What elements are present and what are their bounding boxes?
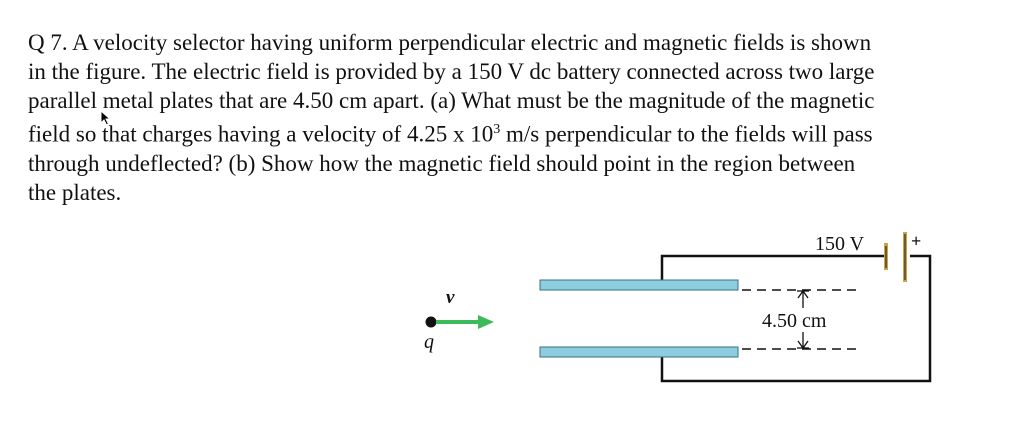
mouse-cursor-icon — [100, 110, 112, 126]
question-line-4: field so that charges having a velocity … — [28, 115, 988, 149]
battery-plus-sign: + — [911, 231, 921, 251]
top-plate — [539, 279, 739, 291]
velocity-arrow-head — [478, 315, 494, 329]
circuit-wires — [660, 254, 932, 383]
question-line-1: Q 7. A velocity selector having uniform … — [28, 30, 872, 55]
bottom-wire — [660, 254, 932, 383]
velocity-exponent: 3 — [493, 122, 501, 137]
velocity-symbol: v⃗ — [446, 287, 469, 308]
gap-distance-label: 4.50 cm — [762, 310, 827, 332]
battery — [884, 232, 907, 282]
question-line-3: parallel metal plates that are 4.50 cm a… — [28, 88, 875, 113]
question-line-4-main: field so that charges having a velocity … — [28, 121, 494, 147]
question-line-2: in the figure. The electric field is pro… — [28, 59, 875, 84]
question-text: Q 7. A velocity selector having uniform … — [28, 28, 988, 207]
charge-dot — [425, 316, 437, 328]
battery-voltage-label: 150 V — [815, 233, 865, 255]
bottom-plate — [539, 346, 739, 358]
question-line-6: the plates. — [28, 179, 122, 205]
charge-label: q — [424, 331, 434, 353]
gap-dimension-arrows — [797, 289, 809, 350]
question-line-5: through undeflected? (b) Show how the ma… — [28, 150, 856, 176]
top-wire — [660, 254, 884, 280]
question-line-4-suffix: m/s perpendicular to the fields will pas… — [500, 121, 873, 147]
